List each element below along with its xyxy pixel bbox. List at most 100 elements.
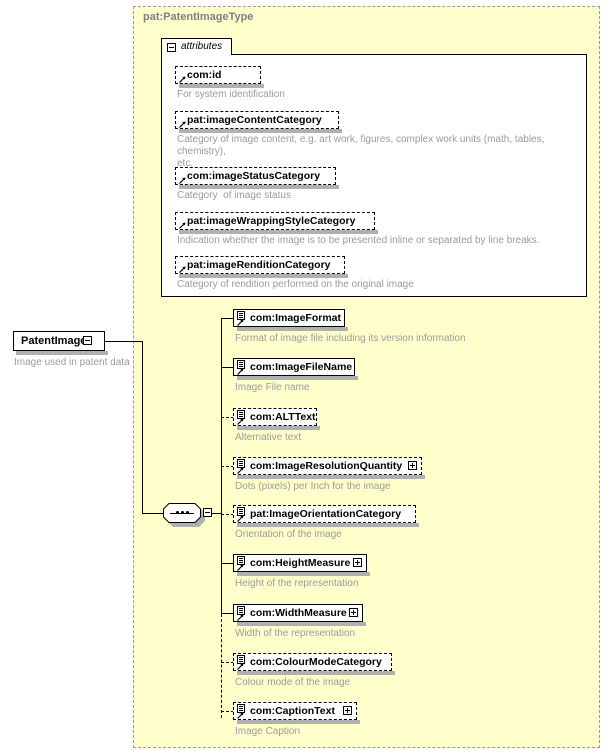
- node-shadow: [237, 376, 358, 380]
- node-shadow: [179, 185, 339, 189]
- element-node-com-alttext[interactable]: com:ALTText: [233, 408, 320, 430]
- element-name: com:WidthMeasure: [250, 607, 347, 619]
- attribute-name: pat:imageRenditionCategory: [187, 259, 331, 271]
- element-annotation: Image Caption: [235, 726, 301, 737]
- element-icon: [237, 655, 245, 664]
- element-annotation: Height of the representation: [235, 578, 359, 589]
- element-annotation: Orientation of the image: [235, 529, 342, 540]
- element-annotation: Dots (pixels) per Inch for the image: [235, 481, 391, 492]
- element-arrow-icon: [237, 614, 244, 621]
- attribute-arrow-icon: [179, 177, 186, 184]
- element-icon: [237, 556, 245, 565]
- connector-branch-9: [221, 711, 234, 712]
- element-arrow-icon: [237, 319, 244, 326]
- element-node-com-widthmeasure[interactable]: com:WidthMeasure: [233, 604, 366, 626]
- attribute-node-pat-imagewrappingstylecategory[interactable]: pat:imageWrappingStyleCategory: [175, 212, 378, 234]
- attribute-arrow-icon: [179, 266, 186, 273]
- connector-children-trunk-optional: [221, 614, 222, 718]
- element-node-com-imageresolutionquantity[interactable]: com:ImageResolutionQuantity: [233, 457, 425, 479]
- node-shadow: [237, 572, 370, 576]
- attribute-name: com:id: [187, 69, 222, 81]
- attribute-name: pat:imageWrappingStyleCategory: [187, 215, 356, 227]
- node-shadow: [237, 426, 320, 430]
- element-name: com:ImageResolutionQuantity: [250, 460, 403, 472]
- connector-branch-6: [221, 563, 234, 564]
- attributes-tab-label: attributes: [181, 41, 223, 52]
- connector-branch-1: [221, 318, 234, 319]
- expand-plus-icon[interactable]: [408, 461, 417, 470]
- element-arrow-icon: [237, 663, 244, 670]
- element-name: com:ImageFileName: [250, 361, 353, 373]
- element-annotation: Image File name: [235, 382, 310, 393]
- attribute-node-pat-imagecontentcategory[interactable]: pat:imageContentCategory: [175, 111, 342, 133]
- element-arrow-icon: [237, 712, 244, 719]
- sequence-outline: [163, 503, 201, 523]
- element-icon: [237, 459, 245, 468]
- connector-branch-5: [221, 514, 234, 515]
- connector-root-to-branch: [105, 341, 143, 342]
- attribute-node-com-imagestatuscategory[interactable]: com:imageStatusCategory: [175, 167, 339, 189]
- attribute-arrow-icon: [179, 121, 186, 128]
- element-arrow-icon: [237, 368, 244, 375]
- node-shadow: [179, 129, 342, 133]
- element-icon: [237, 311, 245, 320]
- element-icon: [237, 704, 245, 713]
- element-name: com:ALTText: [250, 411, 316, 423]
- sequence-icon: [170, 511, 194, 514]
- element-annotation: Width of the representation: [235, 628, 356, 639]
- collapse-minus-icon[interactable]: [83, 336, 92, 345]
- element-name: com:ColourModeCategory: [250, 656, 382, 668]
- element-arrow-icon: [237, 467, 244, 474]
- node-shadow: [179, 230, 378, 234]
- element-icon: [237, 360, 245, 369]
- expand-plus-icon[interactable]: [353, 558, 362, 567]
- node-shadow: [237, 523, 419, 527]
- expand-plus-icon[interactable]: [343, 706, 352, 715]
- attribute-name: pat:imageContentCategory: [187, 114, 322, 126]
- attribute-arrow-icon: [179, 76, 186, 83]
- element-node-pat-imageorientationcategory[interactable]: pat:ImageOrientationCategory: [233, 505, 419, 527]
- connector-to-sequence: [142, 513, 164, 514]
- element-name: com:HeightMeasure: [250, 557, 351, 569]
- element-arrow-icon: [237, 564, 244, 571]
- collapse-minus-icon[interactable]: [167, 43, 176, 52]
- connector-branch-4: [221, 466, 234, 467]
- node-shadow: [237, 475, 425, 479]
- connector-branch-8: [221, 662, 234, 663]
- expand-plus-icon[interactable]: [349, 608, 358, 617]
- connector-branch-3: [221, 417, 234, 418]
- root-node-shadow: [16, 351, 108, 355]
- attributes-tab[interactable]: attributes: [161, 38, 232, 55]
- attribute-annotation: Category of image content, e.g. art work…: [177, 134, 545, 169]
- element-icon: [237, 606, 245, 615]
- element-node-com-heightmeasure[interactable]: com:HeightMeasure: [233, 554, 370, 576]
- attribute-annotation: Indication whether the image is to be pr…: [177, 235, 540, 246]
- element-name: pat:ImageOrientationCategory: [250, 508, 402, 520]
- connector-vertical-left: [142, 341, 143, 513]
- element-node-com-imageformat[interactable]: com:ImageFormat: [233, 309, 348, 331]
- root-element-node[interactable]: PatentImage: [13, 331, 105, 351]
- node-shadow: [179, 84, 264, 88]
- element-annotation: Colour mode of the image: [235, 677, 351, 688]
- element-arrow-icon: [237, 515, 244, 522]
- node-shadow: [237, 720, 360, 724]
- connector-branch-2: [221, 367, 234, 368]
- element-icon: [237, 410, 245, 419]
- element-annotation: Alternative text: [235, 432, 302, 443]
- attribute-annotation: For system identification: [177, 89, 285, 100]
- element-node-com-imagefilename[interactable]: com:ImageFileName: [233, 358, 358, 380]
- element-name: com:ImageFormat: [250, 312, 342, 324]
- element-annotation: Format of image file including its versi…: [235, 333, 466, 344]
- element-node-com-colourmodecategory[interactable]: com:ColourModeCategory: [233, 653, 395, 675]
- sequence-compositor[interactable]: [163, 503, 205, 527]
- attribute-node-pat-imagerenditioncategory[interactable]: pat:imageRenditionCategory: [175, 256, 348, 278]
- attribute-name: com:imageStatusCategory: [187, 170, 321, 182]
- connector-branch-7: [221, 613, 234, 614]
- node-shadow: [237, 671, 395, 675]
- attribute-annotation: Category of rendition performed on the o…: [177, 279, 414, 290]
- connector-sequence-out: [212, 513, 222, 514]
- collapse-minus-icon[interactable]: [203, 508, 212, 517]
- element-node-com-captiontext[interactable]: com:CaptionText: [233, 702, 360, 724]
- attribute-node-com-id[interactable]: com:id: [175, 66, 264, 88]
